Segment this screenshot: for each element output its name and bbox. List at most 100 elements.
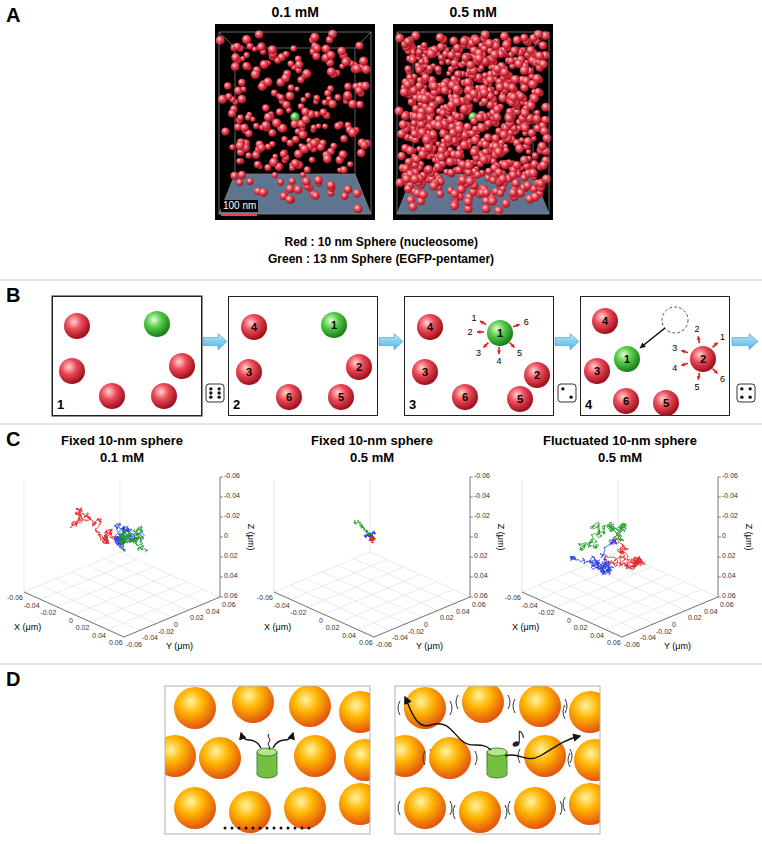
plot-title: Fixed 10-nm sphere <box>61 434 183 449</box>
tick-label: -0.04 <box>24 602 40 610</box>
tick-label: -0.06 <box>722 472 738 480</box>
plot-concentration: 0.1 mM <box>100 451 144 466</box>
nucleosome <box>430 82 439 91</box>
tick-label: 0 <box>224 532 228 540</box>
concentration-cube <box>215 24 375 220</box>
nucleosome <box>498 175 507 184</box>
nucleosome <box>244 52 250 58</box>
vibration-arc <box>453 805 455 819</box>
nucleosome <box>230 172 238 180</box>
tick-label: -0.02 <box>224 512 240 520</box>
tick-label: 0 <box>567 617 571 625</box>
nucleosome <box>447 51 455 59</box>
music-note <box>519 731 520 743</box>
nucleosome <box>322 123 328 129</box>
axis-title: Y (μm) <box>416 641 443 651</box>
arrow-head <box>714 342 718 346</box>
nucleosome <box>257 144 265 152</box>
plot-concentration: 0.5 mM <box>350 451 394 466</box>
tick-label: 0.06 <box>720 601 734 609</box>
tick-mark <box>718 517 721 518</box>
cube-edge <box>219 214 371 215</box>
sphere-number: 2 <box>356 362 362 373</box>
move-arrow <box>480 321 486 325</box>
direction-number: 4 <box>672 363 677 373</box>
sphere-body <box>452 384 478 410</box>
axis-title: Z (μm) <box>743 524 753 551</box>
nucleosome-sphere <box>404 787 446 829</box>
direction-number: 1 <box>471 313 476 323</box>
tick-mark <box>470 477 473 478</box>
vibration-arc <box>563 705 565 719</box>
nucleosome <box>340 135 348 143</box>
nucleosome <box>445 59 451 65</box>
nucleosome-sphere <box>284 787 326 829</box>
nucleosome <box>539 161 548 170</box>
cube-edge <box>219 32 371 33</box>
nucleosome <box>295 61 303 69</box>
grid-line <box>107 590 203 630</box>
tick-mark <box>718 557 721 558</box>
legend-note: Red : 10 nm Sphere (nucleosome) <box>285 236 478 250</box>
egfp-cylinder <box>257 748 277 756</box>
nucleosome <box>257 43 265 51</box>
tick-mark <box>220 577 223 578</box>
nucleosome-sphere: 3 <box>411 358 439 386</box>
nucleosome-sphere: 3 <box>235 358 263 386</box>
grid-line <box>274 480 275 592</box>
nucleosome <box>294 185 303 194</box>
panel-d-art <box>154 681 622 834</box>
tick-label: -0.04 <box>142 634 158 642</box>
nucleosome <box>451 59 459 67</box>
direction-number: 1 <box>720 332 725 342</box>
plot-title: Fixed 10-nm sphere <box>311 434 433 449</box>
tick-label: 0.02 <box>722 552 736 560</box>
panel-divider <box>0 280 762 281</box>
nucleosome <box>512 179 521 188</box>
direction-number: 3 <box>476 348 481 358</box>
cube-edge <box>397 32 398 214</box>
nucleosome <box>278 94 285 101</box>
dice-pip <box>217 395 220 398</box>
nucleosome <box>355 42 363 50</box>
nucleosome <box>509 171 517 179</box>
sphere-body <box>524 362 550 388</box>
nucleosome <box>411 31 420 40</box>
nucleosome <box>304 166 311 173</box>
nucleosome <box>415 82 424 91</box>
nucleosome <box>521 109 530 118</box>
nucleosome <box>517 92 525 100</box>
nucleosome <box>265 144 271 150</box>
dice <box>558 384 576 402</box>
nucleosome <box>454 70 462 78</box>
nucleosome <box>416 49 423 56</box>
cube-floor <box>219 174 371 214</box>
nucleosome <box>233 43 241 51</box>
sphere-trajectory <box>354 520 372 535</box>
tick-label: -0.02 <box>656 628 672 636</box>
grid-line <box>370 552 470 597</box>
sphere-number: 1 <box>624 354 630 365</box>
sphere-number: 3 <box>422 367 428 378</box>
nucleosome <box>260 60 269 69</box>
sphere-body <box>236 359 262 385</box>
dice-pip <box>561 387 564 390</box>
sphere-body <box>346 354 372 380</box>
tick-label: -0.06 <box>7 594 23 602</box>
tick-label: -0.04 <box>722 492 738 500</box>
nucleosome <box>436 190 444 198</box>
tick-mark <box>718 477 721 478</box>
nucleosome <box>415 66 423 74</box>
nucleosome <box>485 39 494 48</box>
tick-label: 0 <box>424 621 428 629</box>
nucleosome <box>480 88 489 97</box>
sphere-number: 4 <box>427 322 433 333</box>
nucleosome <box>493 113 502 122</box>
nucleosome <box>282 101 290 109</box>
nucleosome-sphere <box>229 791 271 833</box>
nucleosome <box>352 64 361 73</box>
step-number: 1 <box>57 398 64 413</box>
sphere-body <box>417 314 443 340</box>
nucleosome <box>295 86 300 91</box>
